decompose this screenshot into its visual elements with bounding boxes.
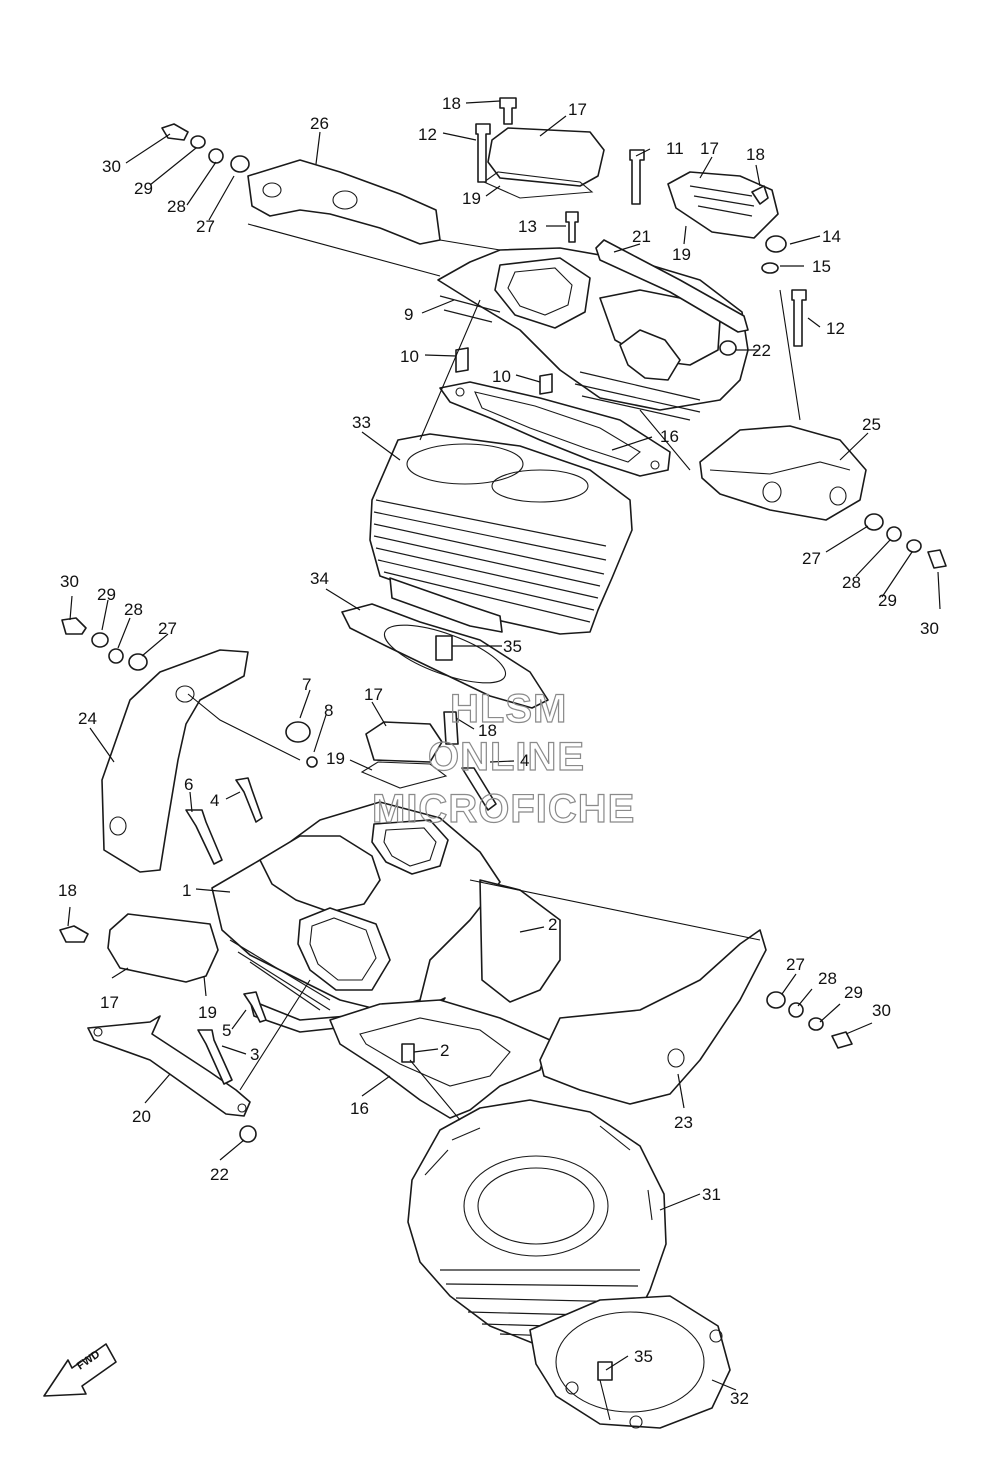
callout-label: 35: [634, 1347, 653, 1366]
callout-label: 12: [418, 125, 437, 144]
callout-label: 29: [134, 179, 153, 198]
callout-label: 29: [878, 591, 897, 610]
callout-label: 17: [364, 685, 383, 704]
watermark: HLSM ONLINE MICROFICHE: [371, 686, 635, 831]
callout-label: 28: [842, 573, 861, 592]
callout-label: 27: [786, 955, 805, 974]
callout-label: 4: [210, 791, 219, 810]
callout-label: 17: [700, 139, 719, 158]
callout-label: 20: [132, 1107, 151, 1126]
callout-label: 5: [222, 1021, 231, 1040]
callout-label: 2: [440, 1041, 449, 1060]
watermark-line-2: ONLINE: [428, 735, 585, 779]
callout-labels: 18 17 12 26 30 29 28 27 19 11 17 18 13 2…: [58, 94, 939, 1408]
callout-label: 32: [730, 1389, 749, 1408]
cover-23: [539, 929, 767, 1105]
callout-label: 17: [100, 993, 119, 1012]
callout-label: 10: [400, 347, 419, 366]
callout-label: 1: [182, 881, 191, 900]
callout-label: 27: [196, 217, 215, 236]
watermark-line-3: MICROFICHE: [372, 787, 635, 831]
callout-label: 17: [568, 100, 587, 119]
callout-label: 18: [442, 94, 461, 113]
rear-head-gasket: [439, 381, 671, 477]
callout-label: 9: [404, 305, 413, 324]
callout-label: 14: [822, 227, 841, 246]
bolts: [59, 97, 947, 1085]
callout-label: 8: [324, 701, 333, 720]
callout-label: 18: [746, 145, 765, 164]
cap-17-mid: [360, 721, 448, 789]
callout-label: 2: [548, 915, 557, 934]
callout-label: 19: [672, 245, 691, 264]
callout-label: 24: [78, 709, 97, 728]
callout-label: 18: [58, 881, 77, 900]
callout-label: 11: [666, 139, 684, 158]
callout-label: 13: [518, 217, 537, 236]
callout-label: 27: [158, 619, 177, 638]
front-head-gasket: [329, 879, 561, 1119]
callout-label: 16: [350, 1099, 369, 1118]
callout-label: 19: [326, 749, 345, 768]
callout-label: 28: [818, 969, 837, 988]
callout-label: 30: [102, 157, 121, 176]
callout-label: 23: [674, 1113, 693, 1132]
callout-label: 34: [310, 569, 329, 588]
callout-label: 29: [97, 585, 116, 604]
callout-label: 33: [352, 413, 371, 432]
callout-label: 30: [920, 619, 939, 638]
callout-label: 28: [167, 197, 186, 216]
watermark-line-1: HLSM: [450, 687, 567, 731]
front-base-gasket: [529, 1295, 731, 1429]
callout-label: 21: [632, 227, 651, 246]
assembly-lines: [187, 223, 801, 1421]
callout-label: 19: [462, 189, 481, 208]
rear-cylinder: [369, 433, 633, 635]
front-cylinder-head: [211, 801, 501, 1033]
callout-label: 26: [310, 114, 329, 133]
washers: [91, 135, 922, 1381]
callout-label: 35: [503, 637, 522, 656]
callout-label: 4: [520, 751, 529, 770]
callout-label: 28: [124, 600, 143, 619]
bracket-21: [595, 239, 749, 333]
callout-label: 29: [844, 983, 863, 1002]
callout-label: 22: [752, 341, 771, 360]
leader-lines: [67, 100, 941, 1391]
callout-label: 10: [492, 367, 511, 386]
callout-label: 25: [862, 415, 881, 434]
fwd-arrow-icon: FWD: [43, 1343, 117, 1397]
callout-label: 18: [478, 721, 497, 740]
callout-label: 27: [802, 549, 821, 568]
callout-label: 12: [826, 319, 845, 338]
callout-label: 3: [250, 1045, 259, 1064]
callout-label: 6: [184, 775, 193, 794]
callout-label: 30: [872, 1001, 891, 1020]
cap-17-top: [482, 127, 605, 199]
cover-24: [101, 649, 249, 873]
callout-label: 22: [210, 1165, 229, 1184]
callout-label: 19: [198, 1003, 217, 1022]
front-cylinder: [407, 1099, 667, 1351]
cover-25: [699, 425, 867, 521]
bracket-20: [87, 1015, 251, 1117]
callout-label: 7: [302, 675, 311, 694]
cap-17-left: [107, 913, 219, 983]
callout-label: 16: [660, 427, 679, 446]
cover-26: [247, 159, 441, 245]
callout-label: 30: [60, 572, 79, 591]
callout-label: 15: [812, 257, 831, 276]
cap-17-right: [667, 171, 779, 239]
callout-label: 31: [702, 1185, 721, 1204]
